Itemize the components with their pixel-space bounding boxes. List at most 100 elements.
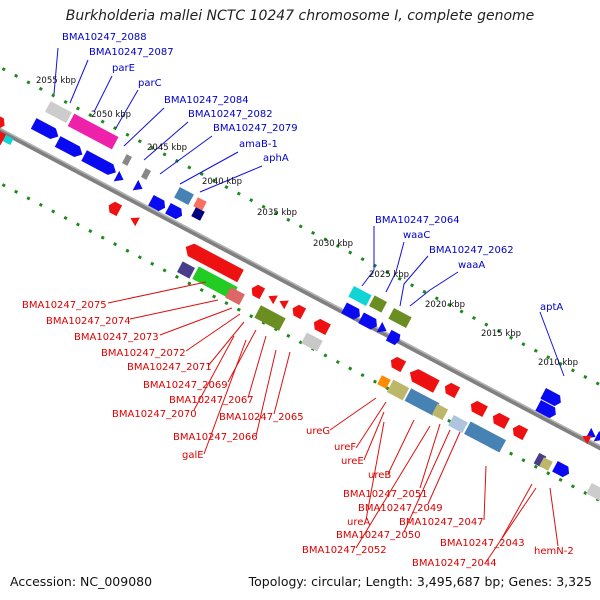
gene-label: ureE xyxy=(341,456,364,467)
gene-feature xyxy=(376,321,387,333)
gene-label: aptA xyxy=(540,302,563,313)
gene-feature xyxy=(404,388,440,416)
kbp-label: 2020 kbp xyxy=(425,300,465,310)
gene-label: waaC xyxy=(403,230,430,241)
gene-label: BMA10247_2064 xyxy=(375,215,460,226)
gene-label: BMA10247_2070 xyxy=(112,409,197,420)
kbp-label: 2055 kbp xyxy=(36,76,76,86)
gene-feature xyxy=(132,179,143,191)
gene-feature xyxy=(54,136,83,158)
gene-feature xyxy=(165,202,183,220)
gene-feature xyxy=(388,308,412,328)
gene-feature xyxy=(130,217,140,227)
gene-feature xyxy=(512,424,529,441)
gene-feature xyxy=(251,284,266,300)
gene-label: BMA10247_2047 xyxy=(399,517,484,528)
gene-feature xyxy=(193,197,207,211)
gene-feature xyxy=(593,430,600,442)
gene-feature xyxy=(313,318,331,336)
gene-label: aphA xyxy=(263,153,289,164)
gene-feature xyxy=(113,170,124,182)
gene-label: ureF xyxy=(334,442,356,453)
gene-label: BMA10247_2082 xyxy=(188,109,273,120)
gene-feature xyxy=(174,186,194,206)
gene-feature xyxy=(377,375,391,389)
gene-feature xyxy=(192,266,238,300)
gene-feature xyxy=(535,400,556,419)
reverse-leader-lines xyxy=(107,281,559,563)
accession-text: Accession: NC_009080 xyxy=(10,574,153,589)
forward-gene-labels: BMA10247_2088 BMA10247_2087 parE parC BM… xyxy=(62,32,563,313)
gene-feature xyxy=(292,304,307,320)
gene-feature xyxy=(122,154,132,166)
gene-label: BMA10247_2052 xyxy=(302,545,387,556)
gene-feature xyxy=(386,379,410,401)
forward-genes xyxy=(0,101,600,502)
gene-feature xyxy=(385,329,401,346)
forward-leader-lines xyxy=(53,47,565,377)
gene-feature xyxy=(177,261,195,279)
gene-label: parE xyxy=(112,63,135,74)
gene-feature xyxy=(279,300,289,310)
gene-label: BMA10247_2069 xyxy=(143,380,228,391)
gene-feature xyxy=(191,207,205,221)
gene-feature xyxy=(409,369,440,393)
gene-label: parC xyxy=(138,78,162,89)
gene-label: BMA10247_2043 xyxy=(440,538,525,549)
gene-feature xyxy=(108,201,123,217)
gene-label: BMA10247_2067 xyxy=(169,395,254,406)
gene-feature xyxy=(358,312,377,330)
gene-label: BMA10247_2073 xyxy=(74,332,159,343)
backbone xyxy=(0,127,600,451)
gene-feature xyxy=(67,113,119,150)
gene-feature xyxy=(540,388,561,407)
gene-feature xyxy=(225,286,245,306)
gene-feature xyxy=(0,114,5,130)
gene-feature xyxy=(586,482,600,502)
kbp-labels: 2055 kbp 2050 kbp 2045 kbp 2040 kbp 2035… xyxy=(36,76,578,368)
gene-label: BMA10247_2074 xyxy=(46,316,131,327)
gene-feature xyxy=(148,194,166,212)
gene-feature xyxy=(444,382,461,399)
gene-feature xyxy=(582,435,592,445)
kbp-label: 2045 kbp xyxy=(147,143,187,153)
gene-feature xyxy=(268,295,278,305)
gene-feature xyxy=(448,414,468,434)
gene-feature xyxy=(492,412,510,430)
genome-summary-text: Topology: circular; Length: 3,495,687 bp… xyxy=(248,574,592,589)
gene-label: hemN-2 xyxy=(534,546,574,557)
gene-feature xyxy=(464,421,506,453)
kbp-label: 2040 kbp xyxy=(202,177,242,187)
kbp-label: 2030 kbp xyxy=(313,239,353,249)
kbp-label: 2025 kbp xyxy=(369,270,409,280)
gene-feature xyxy=(301,332,323,352)
gene-label: BMA10247_2051 xyxy=(343,489,428,500)
inner-ruler xyxy=(0,181,600,503)
gene-label: BMA10247_2084 xyxy=(164,95,249,106)
reverse-genes xyxy=(0,129,592,478)
gene-label: ureB xyxy=(368,470,391,481)
gene-label: BMA10247_2071 xyxy=(127,362,212,373)
gene-feature xyxy=(369,295,387,313)
gene-label: waaA xyxy=(458,260,485,271)
gene-label: ureA xyxy=(347,517,370,528)
gene-feature xyxy=(185,243,244,283)
kbp-label: 2015 kbp xyxy=(481,329,521,339)
map-title: Burkholderia mallei NCTC 10247 chromosom… xyxy=(65,8,535,24)
gene-feature xyxy=(390,356,407,373)
gene-label: BMA10247_2087 xyxy=(89,47,174,58)
gene-feature xyxy=(470,400,488,418)
gene-feature xyxy=(539,457,553,471)
gene-label: BMA10247_2050 xyxy=(336,530,421,541)
gene-label: BMA10247_2044 xyxy=(412,558,497,569)
kbp-label: 2035 kbp xyxy=(257,208,297,218)
gene-feature xyxy=(552,460,570,478)
gene-feature xyxy=(533,452,547,468)
gene-feature xyxy=(45,101,72,124)
gene-feature xyxy=(81,150,116,175)
gene-label: BMA10247_2088 xyxy=(62,32,147,43)
gene-label: BMA10247_2062 xyxy=(429,245,514,256)
gene-label: BMA10247_2072 xyxy=(101,348,186,359)
gene-label: BMA10247_2066 xyxy=(173,432,258,443)
